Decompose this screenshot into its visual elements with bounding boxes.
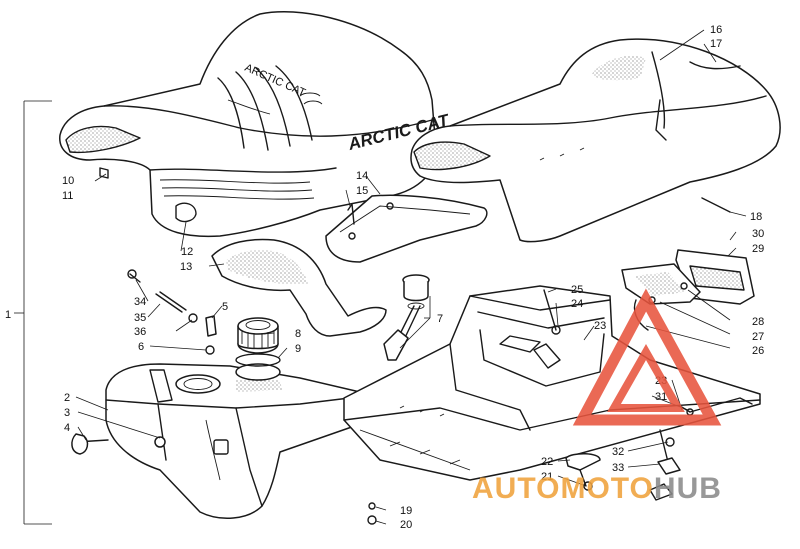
callout-27: 27	[752, 331, 764, 343]
grommet-3	[154, 436, 166, 448]
callout-12: 12	[181, 246, 193, 258]
callout-7: 7	[437, 313, 443, 325]
callout-13: 13	[180, 261, 192, 273]
callout-20: 20	[400, 519, 412, 531]
bracket-33	[657, 457, 681, 475]
assembly-bracket	[14, 100, 52, 525]
rod-35	[155, 293, 183, 313]
callout-30: 30	[752, 228, 764, 240]
callout-34: 34	[134, 296, 146, 308]
callout-11: 11	[62, 190, 73, 202]
screw-21	[583, 481, 593, 491]
callout-32: 32	[612, 446, 624, 458]
screw-19	[368, 502, 376, 510]
callout-3: 3	[64, 407, 70, 419]
stud-25	[543, 289, 557, 331]
callout-18: 18	[750, 211, 762, 223]
callout-35: 35	[134, 312, 146, 324]
fitting-4	[71, 433, 89, 455]
clip-11	[99, 167, 109, 179]
callout-24: 24	[571, 298, 583, 310]
callout-33: 33	[612, 462, 624, 474]
callout-31: 31	[655, 391, 667, 403]
hardware	[71, 99, 753, 525]
callout-29: 29	[752, 243, 764, 255]
callout-4: 4	[64, 422, 70, 434]
trim-18	[701, 197, 731, 213]
seat-tray-14	[325, 194, 488, 263]
rear-seat	[410, 38, 781, 243]
svg-text:AUTOMOTOHUB: AUTOMOTOHUB	[472, 472, 722, 505]
side-panel-13	[211, 238, 387, 337]
fastener-34	[129, 273, 141, 283]
grommet-32	[665, 437, 675, 447]
callout-16: 16	[710, 24, 722, 36]
taillight-29	[621, 249, 755, 331]
callout-8: 8	[295, 328, 301, 340]
gas-cap-8	[235, 317, 281, 367]
callout-2: 2	[64, 392, 70, 404]
callout-19: 19	[400, 505, 412, 517]
watermark: AUTOMOTOHUB	[472, 288, 722, 505]
nut-24	[551, 325, 561, 335]
seat-emblem-12	[175, 202, 197, 223]
callout-22: 22	[541, 456, 553, 468]
fuel-sender-7	[383, 274, 430, 361]
callout-21: 21	[541, 471, 553, 483]
watermark-triangle-icon	[572, 288, 722, 426]
callout-15: 15	[356, 185, 368, 197]
washer-6	[205, 345, 215, 355]
bracket-22	[565, 453, 601, 471]
callout-25: 25	[571, 284, 583, 296]
watermark-text-auto: AUTO	[472, 472, 560, 505]
callout-9: 9	[295, 343, 301, 355]
callout-36: 36	[134, 326, 146, 338]
watermark-text-hub: HUB	[654, 472, 722, 505]
callout-23-upper: 23	[594, 320, 606, 332]
callout-6: 6	[138, 341, 144, 353]
callout-10: 10	[62, 175, 74, 187]
callout-1: 1	[5, 309, 11, 321]
washer-20	[367, 515, 377, 525]
callout-5: 5	[222, 301, 228, 313]
valve-5	[205, 315, 217, 337]
watermark-inner-triangle-icon	[607, 343, 685, 412]
grommet-36	[188, 313, 198, 323]
callout-26: 26	[752, 345, 764, 357]
callout-28: 28	[752, 316, 764, 328]
fuel-tank-2	[105, 363, 372, 519]
strap-16	[655, 99, 667, 141]
callout-14: 14	[356, 170, 368, 182]
watermark-text-moto: MOTO	[560, 472, 653, 505]
callout-17: 17	[710, 38, 722, 50]
console-frame	[343, 285, 761, 481]
leader-lines	[75, 29, 747, 525]
